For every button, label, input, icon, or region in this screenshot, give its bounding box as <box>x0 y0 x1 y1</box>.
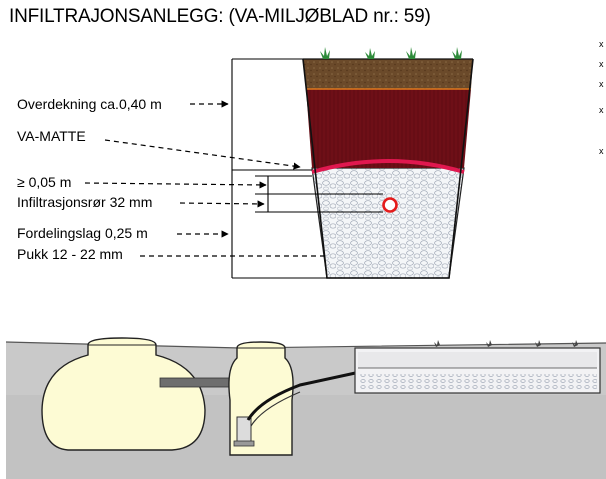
edge-marks: x x x x x <box>599 39 604 156</box>
grass-icon <box>320 47 462 59</box>
leader-arrows <box>84 100 325 257</box>
svg-text:x: x <box>599 59 604 69</box>
trench-cross-section <box>302 47 474 279</box>
soil-layer <box>306 89 471 168</box>
turf-layer <box>303 59 473 89</box>
label-min-gap: ≥ 0,05 m <box>17 174 72 190</box>
svg-text:x: x <box>599 39 604 49</box>
label-pukk: Pukk 12 - 22 mm <box>17 246 123 262</box>
page-title: INFILTRAJONSANLEGG: (VA-MILJØBLAD nr.: 5… <box>9 6 431 27</box>
connecting-pipe <box>159 377 235 388</box>
svg-text:x: x <box>599 79 604 89</box>
label-pipe: Infiltrasjonsrør 32 mm <box>17 194 153 210</box>
system-overview <box>5 337 606 479</box>
dimension-lines <box>231 58 383 279</box>
va-matte-layer <box>311 159 465 174</box>
svg-text:x: x <box>599 105 604 115</box>
label-fordelingslag: Fordelingslag 0,25 m <box>17 225 148 241</box>
label-va-matte: VA-MATTE <box>17 128 86 144</box>
pump-icon <box>233 370 361 447</box>
gravel-layer <box>311 167 465 279</box>
infiltration-pipe <box>382 197 398 213</box>
svg-text:x: x <box>599 146 604 156</box>
label-overdekning: Overdekning ca.0,40 m <box>17 96 162 112</box>
grass-icon <box>434 340 578 347</box>
septic-tank <box>41 337 206 451</box>
